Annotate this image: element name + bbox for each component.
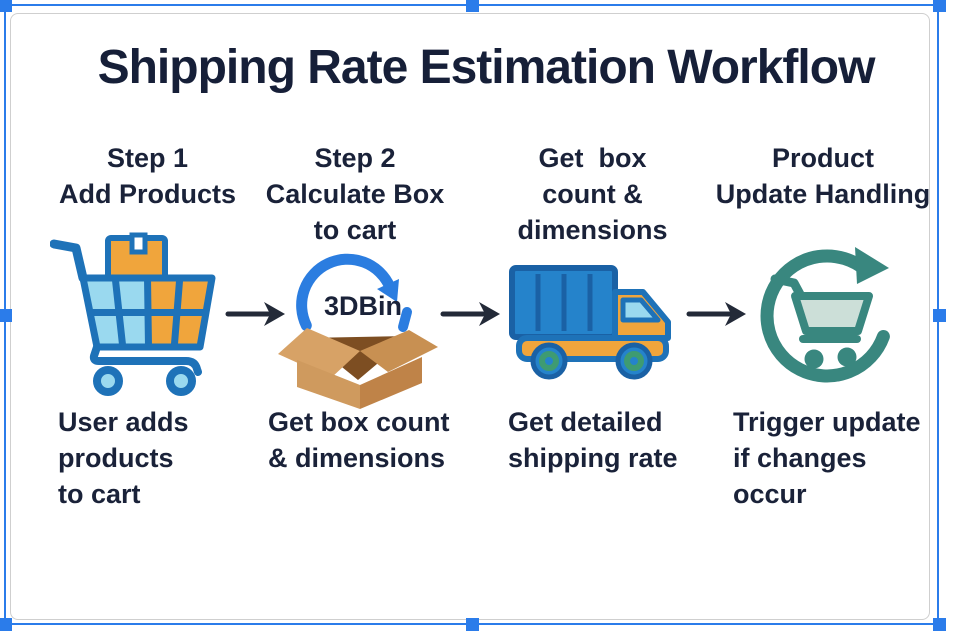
right-arrow-icon: [225, 302, 285, 326]
step1-caption: User adds products to cart: [58, 407, 189, 509]
selection-bounding-box[interactable]: [4, 4, 939, 625]
step2-header: Step 2 Calculate Box to cart: [265, 143, 445, 245]
selection-handle-top-middle[interactable]: [466, 0, 479, 12]
step2-caption: Get box count & dimensions: [268, 407, 450, 473]
right-arrow-icon: [440, 302, 500, 326]
step3-caption: Get detailed shipping rate: [508, 407, 678, 473]
selection-handle-top-left[interactable]: [0, 0, 12, 12]
selection-handle-bottom-middle[interactable]: [466, 618, 479, 631]
selection-handle-bottom-left[interactable]: [0, 618, 12, 631]
selection-handle-top-right[interactable]: [933, 0, 946, 12]
bin-packing-label: 3DBin: [323, 291, 402, 321]
selection-handle-bottom-right[interactable]: [933, 618, 946, 631]
step4-header: Product Update Handling: [715, 143, 931, 209]
refresh-cart-icon: [760, 247, 890, 383]
step4-caption: Trigger update if changes occur: [733, 407, 921, 509]
step3-header: Get box count & dimensions: [517, 143, 668, 245]
delivery-truck-icon: [509, 265, 671, 380]
shopping-cart-icon: [50, 232, 216, 396]
selection-handle-middle-left[interactable]: [0, 309, 12, 322]
bin-packing-box-icon: [278, 253, 438, 409]
diagram-title: Shipping Rate Estimation Workflow: [97, 41, 876, 94]
selection-handle-middle-right[interactable]: [933, 309, 946, 322]
step1-header: Step 1 Add Products: [58, 143, 236, 209]
diagram-content: Shipping Rate Estimation Workflow Step 1…: [50, 41, 931, 509]
right-arrow-icon: [686, 302, 746, 326]
